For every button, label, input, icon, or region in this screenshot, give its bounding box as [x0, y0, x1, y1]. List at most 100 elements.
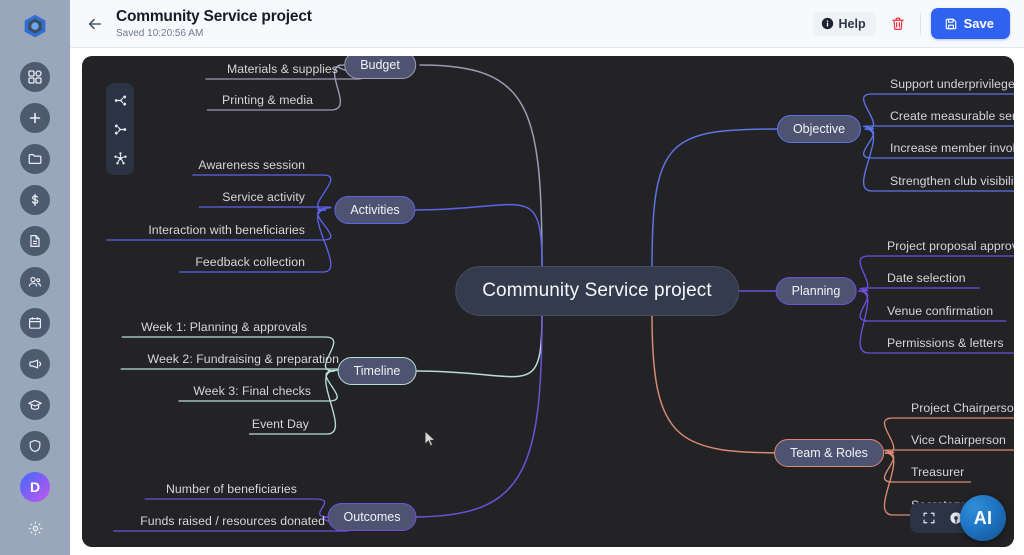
edge: [198, 206, 332, 211]
branch-node-7[interactable]: Team & Roles: [774, 439, 884, 467]
avatar-label: D: [29, 479, 41, 495]
sidebar-item-finance[interactable]: [20, 185, 50, 215]
floppy-disk-icon: [945, 18, 956, 29]
sidebar-item-documents[interactable]: [20, 226, 50, 256]
save-button[interactable]: Save: [930, 8, 1010, 39]
branch-node-2[interactable]: Activities: [334, 196, 416, 224]
branch-node-3[interactable]: Timeline: [337, 357, 417, 385]
folder-icon: [28, 153, 42, 165]
gear-icon: [28, 521, 42, 535]
leaf-node[interactable]: Venue confirmation: [887, 304, 994, 318]
edge: [411, 314, 543, 518]
leaf-node[interactable]: Support underprivileged communities: [890, 77, 1014, 91]
fullscreen-icon: [922, 512, 935, 524]
leaf-node[interactable]: Increase member involvement: [890, 141, 1014, 155]
ai-assistant-button[interactable]: AI: [960, 495, 1006, 541]
root-node[interactable]: Community Service project: [455, 266, 739, 316]
leaf-node[interactable]: Feedback collection: [195, 255, 305, 269]
sidebar-item-members[interactable]: [20, 267, 50, 297]
header-divider: [919, 12, 921, 35]
radial-layout-icon: [113, 151, 127, 164]
header-title-group: Community Service project Saved 10:20:56…: [116, 8, 312, 40]
node-label: Objective: [792, 122, 846, 136]
sidebar-item-calendar[interactable]: [20, 308, 50, 338]
node-label: Outcomes: [343, 510, 401, 524]
trash-icon: [891, 17, 904, 30]
layout-radial-button[interactable]: [110, 148, 130, 168]
sidebar-item-dashboard[interactable]: [20, 62, 50, 92]
leaf-node[interactable]: Week 3: Final checks: [193, 384, 311, 398]
edge: [651, 128, 780, 268]
layout-tree-left-button[interactable]: [110, 119, 130, 139]
leaf-node[interactable]: Project proposal approval: [887, 239, 1014, 253]
sidebar-item-security[interactable]: [20, 431, 50, 461]
edge: [419, 64, 543, 268]
leaf-node[interactable]: Week 1: Planning & approvals: [141, 320, 307, 334]
app-header: Community Service project Saved 10:20:56…: [70, 0, 1024, 48]
leaf-node[interactable]: Treasurer: [911, 465, 965, 479]
leaf-node[interactable]: Strengthen club visibility: [890, 174, 1014, 188]
megaphone-icon: [29, 359, 42, 369]
branch-node-6[interactable]: Planning: [775, 277, 857, 305]
delete-button[interactable]: [886, 12, 910, 36]
document-icon: [30, 235, 40, 247]
plus-icon: [29, 112, 41, 124]
leaf-node[interactable]: Create measurable service impact: [890, 109, 1014, 123]
branch-node-1[interactable]: Budget: [344, 56, 416, 79]
info-icon: [821, 17, 833, 30]
calendar-icon: [28, 317, 42, 329]
sidebar-item-settings[interactable]: [20, 513, 50, 543]
edge: [206, 64, 345, 111]
node-label: Timeline: [353, 364, 401, 378]
node-label: Community Service project: [482, 280, 712, 301]
node-label: Team & Roles: [790, 446, 868, 460]
edge: [651, 314, 790, 454]
leaf-node[interactable]: Service activity: [222, 190, 305, 204]
ai-label: AI: [973, 507, 993, 528]
sidebar-item-projects[interactable]: [20, 144, 50, 174]
edge: [883, 452, 972, 516]
edge: [858, 287, 981, 292]
header-actions: Help Save: [812, 8, 1024, 39]
edge: [144, 498, 330, 518]
back-button[interactable]: [82, 11, 108, 37]
sidebar-item-announcements[interactable]: [20, 349, 50, 379]
map-settings-button[interactable]: [947, 510, 964, 527]
dollar-icon: [31, 193, 39, 207]
leaf-node[interactable]: Awareness session: [198, 158, 305, 172]
leaf-node[interactable]: Week 2: Fundraising & preparation: [147, 352, 339, 366]
node-label: Planning: [791, 284, 841, 298]
back-arrow-icon: [88, 18, 102, 29]
leaf-node[interactable]: Materials & supplies: [226, 62, 338, 76]
help-button[interactable]: Help: [812, 11, 876, 36]
leaf-node[interactable]: Project Chairperson: [911, 401, 1014, 415]
leaf-node[interactable]: Interaction with beneficiaries: [148, 223, 305, 237]
leaf-node[interactable]: Printing & media: [221, 93, 313, 107]
fullscreen-button[interactable]: [920, 510, 937, 527]
edge: [192, 174, 332, 211]
edge: [120, 368, 364, 372]
branch-node-5[interactable]: Objective: [776, 115, 862, 143]
app-logo[interactable]: [18, 12, 52, 44]
help-label: Help: [838, 16, 866, 31]
leaf-node[interactable]: Date selection: [887, 271, 966, 285]
leaf-node[interactable]: Permissions & letters: [887, 336, 1004, 350]
tree-layout-left-icon: [114, 124, 126, 134]
leaf-node[interactable]: Event Day: [251, 417, 309, 431]
layout-tree-right-button[interactable]: [110, 90, 130, 110]
avatar[interactable]: D: [20, 472, 50, 502]
edge: [863, 125, 1014, 130]
leaf-node[interactable]: Funds raised / resources donated: [140, 514, 325, 528]
mindmap-canvas[interactable]: Community Service project Budget Materials…: [82, 56, 1014, 547]
edge: [858, 290, 1014, 354]
sidebar-item-add[interactable]: [20, 103, 50, 133]
page-title: Community Service project: [116, 7, 312, 25]
node-label: Budget: [360, 58, 400, 72]
settings-target-icon: [949, 512, 962, 524]
branch-node-4[interactable]: Outcomes: [327, 503, 417, 531]
leaf-node[interactable]: Number of beneficiaries: [165, 482, 297, 496]
leaf-node[interactable]: Vice Chairperson: [911, 433, 1006, 447]
node-label: Activities: [350, 203, 400, 217]
sidebar-item-training[interactable]: [20, 390, 50, 420]
